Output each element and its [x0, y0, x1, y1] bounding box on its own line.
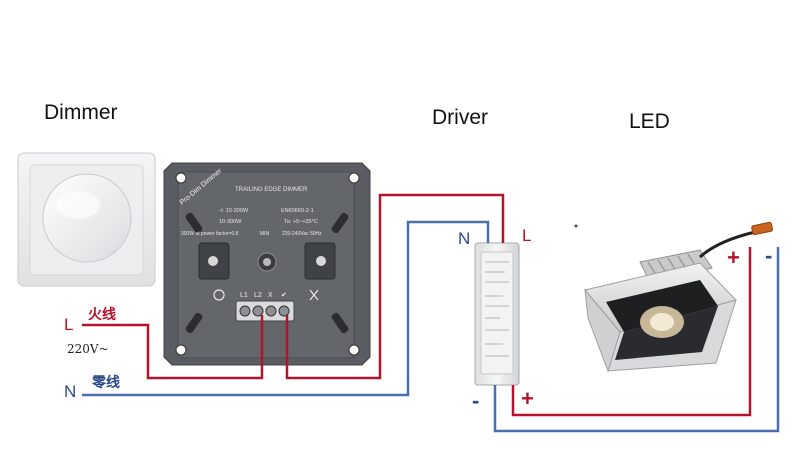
dimmer-temp-text: Ta: +5~+35°C	[284, 219, 318, 225]
led-minus-label: -	[765, 243, 773, 268]
led-driver	[474, 242, 520, 386]
terminal-l1-label: L1	[240, 292, 248, 299]
dimmer-supply-text: 220-240Vac 50Hz	[282, 231, 322, 237]
driver-positive-wire	[511, 247, 752, 417]
neutral-input-cn-label: 零线	[92, 374, 120, 390]
dimmer-power-note: 300W at power factor=0.8	[181, 231, 239, 237]
dimmer-standard-text: EN60669-2-1	[281, 208, 314, 214]
terminal-x-label: X	[268, 292, 273, 299]
dimmer-minmax-text: MIN	[260, 231, 270, 237]
led-plus-label: +	[727, 245, 740, 270]
dimmer-spec1-text: -/- 10-300W	[219, 208, 249, 214]
dimmer-faceplate	[17, 152, 156, 287]
dimmer-knob	[42, 173, 132, 263]
neutral-input-letter: N	[64, 382, 77, 401]
dimmer-spec2-text: 10-300W	[219, 219, 242, 225]
driver-n-label: N	[458, 229, 471, 248]
driver-title: Driver	[432, 106, 488, 129]
live-input-cn-label: 火线	[88, 306, 116, 322]
led-title: LED	[629, 110, 670, 133]
driver-minus-label: -	[472, 388, 480, 413]
neutral-wire	[82, 220, 490, 397]
dimmer-to-driver-live-wire	[285, 193, 505, 380]
dimmer-module	[163, 162, 371, 366]
driver-l-label: L	[522, 226, 532, 245]
live-input-letter: L	[64, 315, 74, 334]
terminal-l2-label: L2	[254, 292, 262, 299]
led-downlight	[584, 221, 773, 373]
dimmer-title: Dimmer	[44, 101, 118, 124]
dimmer-header-text: TRAILING EDGE DIMMER	[235, 187, 308, 193]
voltage-label: 220V~	[67, 342, 109, 356]
driver-plus-label: +	[521, 386, 534, 411]
driver-negative-wire	[493, 247, 780, 433]
terminal-tick-label: ✔	[281, 292, 287, 299]
live-input-wire	[82, 315, 264, 380]
